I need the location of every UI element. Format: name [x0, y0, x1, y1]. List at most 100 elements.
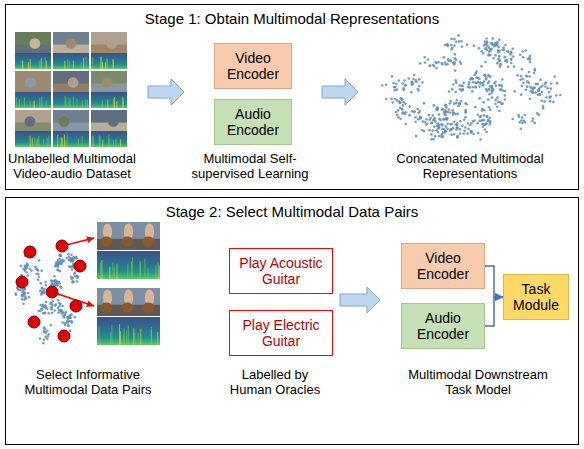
embedding-point: [15, 293, 18, 296]
embedding-point: [411, 81, 414, 84]
selected-point: [74, 260, 86, 272]
embedding-point: [393, 98, 396, 101]
embedding-point: [432, 64, 435, 67]
spectrogram-streak: [48, 135, 49, 147]
box-label: Play Acoustic Guitar: [235, 255, 327, 287]
spectrogram-streak: [112, 263, 113, 279]
embedding-point: [68, 316, 71, 319]
embedding-point: [71, 321, 74, 324]
embedding-point: [444, 103, 447, 106]
embedding-point: [437, 131, 440, 134]
video-frame: [139, 222, 160, 250]
spectrogram-streak: [116, 102, 117, 108]
embedding-point: [57, 299, 60, 302]
spectrogram: [15, 131, 51, 147]
embedding-point: [522, 56, 525, 59]
embedding-point: [395, 111, 398, 114]
stage-caption: Labelled by Human Oracles: [225, 368, 325, 398]
spectrogram: [97, 317, 160, 345]
embedding-point: [35, 268, 38, 271]
embedding-point: [507, 51, 510, 54]
embedding-point: [521, 50, 524, 53]
spectrogram-streak: [115, 139, 116, 147]
embedding-point: [42, 292, 45, 295]
embedding-point: [490, 47, 493, 50]
spectrogram-streak: [78, 139, 79, 147]
video-frame: [91, 32, 127, 53]
embedding-point: [408, 105, 411, 108]
embedding-point: [485, 78, 488, 81]
embedding-point: [519, 78, 522, 81]
embedding-point: [444, 117, 447, 120]
spectrogram-streak: [65, 140, 66, 147]
embedding-point: [529, 58, 532, 61]
spectrogram-streak: [82, 100, 83, 108]
embedding-point: [455, 102, 458, 105]
spectrogram-streak: [86, 57, 87, 69]
embedding-point: [66, 316, 69, 319]
embedding-point: [506, 61, 509, 64]
embedding-point: [498, 49, 501, 52]
embedding-point: [517, 114, 520, 117]
embedding-point: [474, 106, 477, 109]
spectrogram-streak: [68, 97, 69, 108]
embedding-point: [440, 62, 443, 65]
embedding-point: [455, 128, 458, 131]
embedding-point: [444, 109, 447, 112]
embedding-point: [393, 86, 396, 89]
embedding-point: [395, 82, 398, 85]
embedding-point: [494, 54, 497, 57]
embedding-point: [23, 292, 26, 295]
embedding-point: [477, 113, 480, 116]
embedding-point: [476, 122, 479, 125]
spectrogram-streak: [110, 332, 111, 345]
embedding-point: [496, 96, 499, 99]
scene-figure: [59, 116, 70, 127]
embedding-point: [454, 61, 457, 64]
embedding-point: [454, 53, 457, 56]
embedding-point: [421, 120, 424, 123]
stage-title: Stage 1: Obtain Multimodal Representatio…: [6, 10, 578, 27]
embedding-point: [410, 81, 413, 84]
spectrogram-streak: [37, 138, 38, 147]
embedding-point: [556, 82, 559, 85]
embedding-point: [451, 109, 454, 112]
embedding-point: [51, 312, 54, 315]
spectrogram-streak: [67, 59, 68, 69]
embedding-point: [540, 100, 543, 103]
block-arrow: [340, 287, 380, 313]
embedding-point: [473, 119, 476, 122]
embedding-point: [513, 65, 516, 68]
spectrogram: [53, 92, 89, 108]
embedding-point: [72, 281, 75, 284]
spectrogram-streak: [120, 331, 121, 345]
embedding-point: [391, 101, 394, 104]
embedding-point: [408, 77, 411, 80]
stage-title: Stage 2: Select Multimodal Data Pairs: [6, 203, 578, 220]
embedding-point: [450, 44, 453, 47]
video-frame: [15, 32, 51, 53]
embedding-point: [20, 265, 23, 268]
embedding-point: [488, 50, 491, 53]
embedding-point: [55, 283, 58, 286]
embedding-point: [494, 103, 497, 106]
embedding-point: [552, 101, 555, 104]
embedding-point: [444, 129, 447, 132]
spectrogram-ground: [53, 53, 89, 69]
embedding-point: [54, 304, 57, 307]
embedding-point: [38, 275, 41, 278]
embedding-point: [23, 298, 26, 301]
embedding-point: [511, 47, 514, 50]
spectrogram-streak: [107, 99, 108, 108]
embedding-point: [499, 65, 502, 68]
embedding-point: [57, 311, 60, 314]
selected-point: [58, 330, 70, 342]
embedding-point: [487, 98, 490, 101]
embedding-point: [510, 58, 513, 61]
embedding-point: [550, 82, 553, 85]
embedding-point: [59, 258, 62, 261]
embedding-point: [484, 48, 487, 51]
embedding-point: [42, 312, 45, 315]
embedding-point: [415, 135, 418, 138]
embedding-point: [446, 127, 449, 130]
